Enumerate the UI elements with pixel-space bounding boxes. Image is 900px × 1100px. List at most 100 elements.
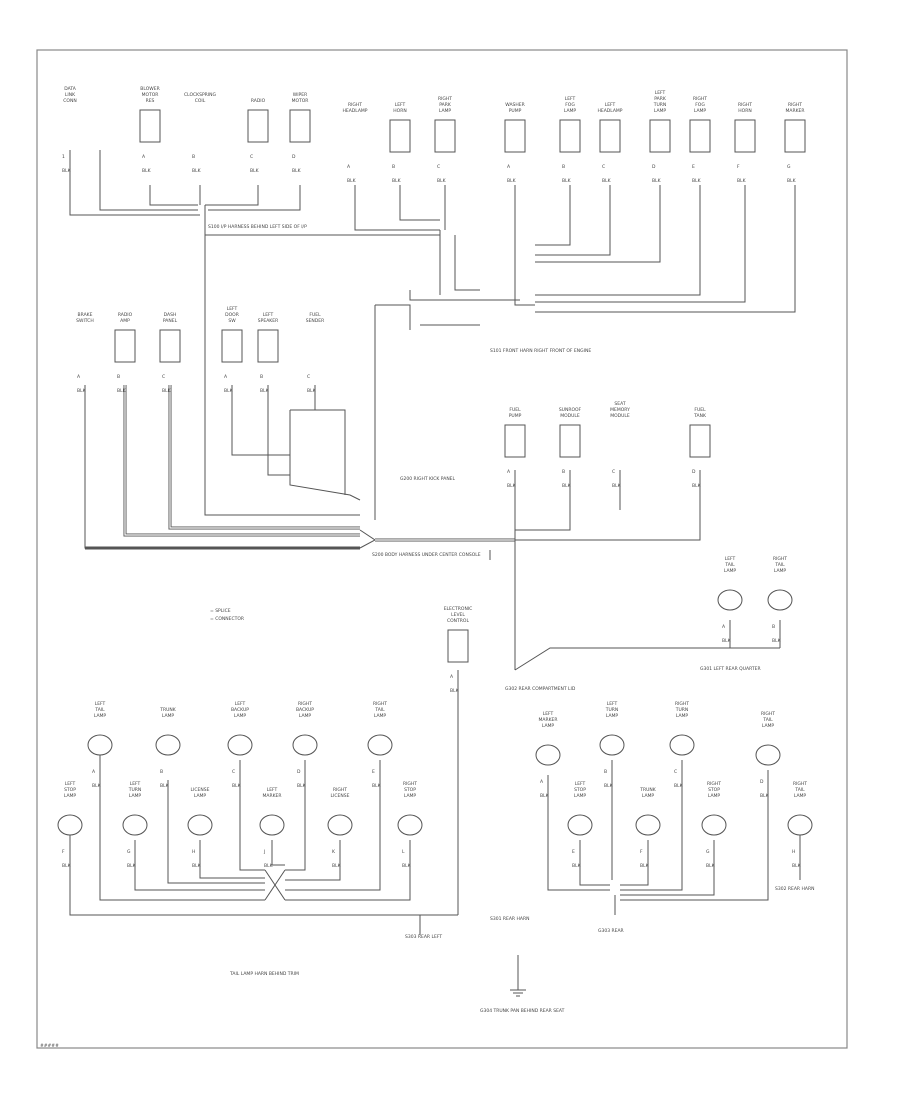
component-box: [559, 119, 581, 153]
lamp-bulb-icon: [259, 814, 285, 836]
wire-color-label: BLK: [737, 178, 747, 184]
wire-color-label: BLK: [347, 178, 357, 184]
terminal-label: K: [332, 849, 336, 855]
component-label: TAIL: [794, 787, 805, 793]
component-label: LICENSE: [331, 793, 350, 799]
component-label: BRAKE: [78, 312, 93, 318]
component-label: LEFT: [565, 96, 576, 102]
wire-color-label: BLK: [572, 863, 582, 869]
component-label: RIGHT: [773, 556, 787, 562]
component-label: SWITCH: [76, 318, 94, 324]
terminal-label: C: [674, 769, 677, 775]
component-label: RADIO: [251, 98, 266, 104]
component-label: LAMP: [299, 713, 312, 719]
terminal-label: A: [450, 674, 454, 680]
wire-color-label: BLK: [332, 863, 342, 869]
note-g303: G303 REAR: [598, 928, 624, 934]
component-label: CONN: [63, 98, 76, 104]
component-label: WASHER: [505, 102, 525, 108]
component-label: LAMP: [439, 108, 452, 114]
lamp-bulb-icon: [367, 734, 393, 756]
component-label: PUMP: [509, 108, 522, 114]
terminal-label: G: [706, 849, 710, 855]
component-label: LAMP: [606, 713, 619, 719]
component-box: [689, 119, 711, 153]
component-label: TRUNK: [639, 787, 657, 793]
wire-color-label: BLK: [692, 483, 702, 489]
wire-color-label: BLK: [507, 178, 517, 184]
component-label: CLOCKSPRING: [184, 92, 217, 98]
component-label: AMP: [120, 318, 130, 324]
component-label: TURN: [653, 102, 667, 108]
lamp-bulb-icon: [397, 814, 423, 836]
terminal-label: E: [572, 849, 575, 855]
wire-color-label: BLK: [250, 168, 260, 174]
component-label: LAMP: [129, 793, 142, 799]
wire-color-label: BLK: [437, 178, 447, 184]
legend-splice: = SPLICE: [210, 608, 231, 614]
component-label: RIGHT: [761, 711, 775, 717]
terminal-label: E: [692, 164, 695, 170]
component-label: PARK: [654, 96, 667, 102]
note-top-splice: S100 I/P HARNESS BEHIND LEFT SIDE OF I/P: [208, 224, 307, 230]
component-label: STOP: [64, 787, 76, 793]
wire-color-label: BLK: [264, 863, 274, 869]
wire-color-label: BLK: [706, 863, 716, 869]
component-label: RADIO: [118, 312, 133, 318]
wire-color-label: BLK: [612, 483, 622, 489]
wire-color-label: BLK: [372, 783, 382, 789]
component-label: PANEL: [163, 318, 178, 324]
component-box: [289, 109, 311, 143]
component-label: TURN: [675, 707, 689, 713]
note-bottom-ground: G304 TRUNK PAN BEHIND REAR SEAT: [480, 1008, 565, 1014]
note-mid-splice: S200 BODY HARNESS UNDER CENTER CONSOLE: [372, 552, 481, 558]
component-label: RIGHT: [438, 96, 452, 102]
component-label: RIGHT: [333, 787, 347, 793]
component-label: BACKUP: [296, 707, 314, 713]
component-label: HORN: [738, 108, 751, 114]
wire-color-label: BLK: [787, 178, 797, 184]
component-box: [504, 424, 526, 458]
component-label: DOOR: [225, 312, 239, 318]
wire-color-label: BLK: [260, 388, 270, 394]
wire-color-label: BLK: [117, 388, 127, 394]
component-label: SEAT: [614, 401, 625, 407]
wire-color-label: BLK: [540, 793, 550, 799]
component-label: LEFT: [95, 701, 106, 707]
wire-color-label: BLK: [652, 178, 662, 184]
wire-color-label: BLK: [692, 178, 702, 184]
wire-color-label: BLK: [224, 388, 234, 394]
wire-color-label: BLK: [192, 168, 202, 174]
terminal-label: A: [347, 164, 351, 170]
component-label: STOP: [574, 787, 586, 793]
terminal-label: B: [117, 374, 120, 380]
lamp-bulb-icon: [755, 744, 781, 766]
terminal-label: D: [692, 469, 696, 475]
component-label: STOP: [708, 787, 720, 793]
component-label: FUEL: [509, 407, 521, 413]
component-label: MARKER: [262, 793, 281, 799]
component-label: HEADLAMP: [342, 108, 367, 114]
component-label: LEFT: [605, 102, 616, 108]
wire-color-label: BLK: [722, 638, 732, 644]
component-label: LAMP: [774, 568, 787, 574]
terminal-label: G: [127, 849, 131, 855]
component-label: LEFT: [130, 781, 141, 787]
component-label: RIGHT: [738, 102, 752, 108]
component-label: TAIL: [374, 707, 385, 713]
